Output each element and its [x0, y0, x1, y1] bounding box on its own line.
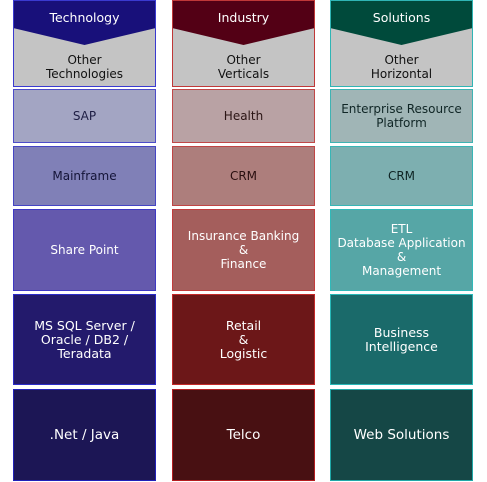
solutions-item-etl-database[interactable]: ETL Database Application & Management: [330, 209, 473, 291]
technology-item-net-java[interactable]: .Net / Java: [13, 389, 156, 481]
industry-item-crm[interactable]: CRM: [172, 146, 315, 206]
industry-item-retail-logistic[interactable]: Retail & Logistic: [172, 294, 315, 385]
industry-header: Industry Other Verticals: [172, 0, 315, 87]
industry-column: Industry Other Verticals Health CRM Insu…: [172, 0, 315, 481]
technology-header: Technology Other Technologies: [13, 0, 156, 87]
technology-item-databases[interactable]: MS SQL Server / Oracle / DB2 / Teradata: [13, 294, 156, 385]
solutions-header-shape: [330, 0, 473, 87]
solutions-other-item[interactable]: Other Horizontal: [370, 53, 433, 81]
solutions-title[interactable]: Solutions: [372, 10, 431, 25]
solutions-item-web-solutions[interactable]: Web Solutions: [330, 389, 473, 481]
industry-other-item[interactable]: Other Verticals: [217, 53, 270, 81]
industry-item-health[interactable]: Health: [172, 89, 315, 143]
technology-header-shape: [13, 0, 156, 87]
technology-item-sap[interactable]: SAP: [13, 89, 156, 143]
technology-item-share-point[interactable]: Share Point: [13, 209, 156, 291]
technology-title[interactable]: Technology: [49, 10, 120, 25]
solutions-item-erp[interactable]: Enterprise Resource Platform: [330, 89, 473, 143]
technology-column: Technology Other Technologies SAP Mainfr…: [13, 0, 156, 481]
industry-title[interactable]: Industry: [217, 10, 270, 25]
industry-item-telco[interactable]: Telco: [172, 389, 315, 481]
industry-header-shape: [172, 0, 315, 87]
solutions-item-crm[interactable]: CRM: [330, 146, 473, 206]
solutions-header: Solutions Other Horizontal: [330, 0, 473, 87]
industry-item-insurance-banking-finance[interactable]: Insurance Banking & Finance: [172, 209, 315, 291]
technology-other-item[interactable]: Other Technologies: [45, 53, 124, 81]
solutions-column: Solutions Other Horizontal Enterprise Re…: [330, 0, 473, 481]
solutions-item-business-intelligence[interactable]: Business Intelligence: [330, 294, 473, 385]
technology-item-mainframe[interactable]: Mainframe: [13, 146, 156, 206]
